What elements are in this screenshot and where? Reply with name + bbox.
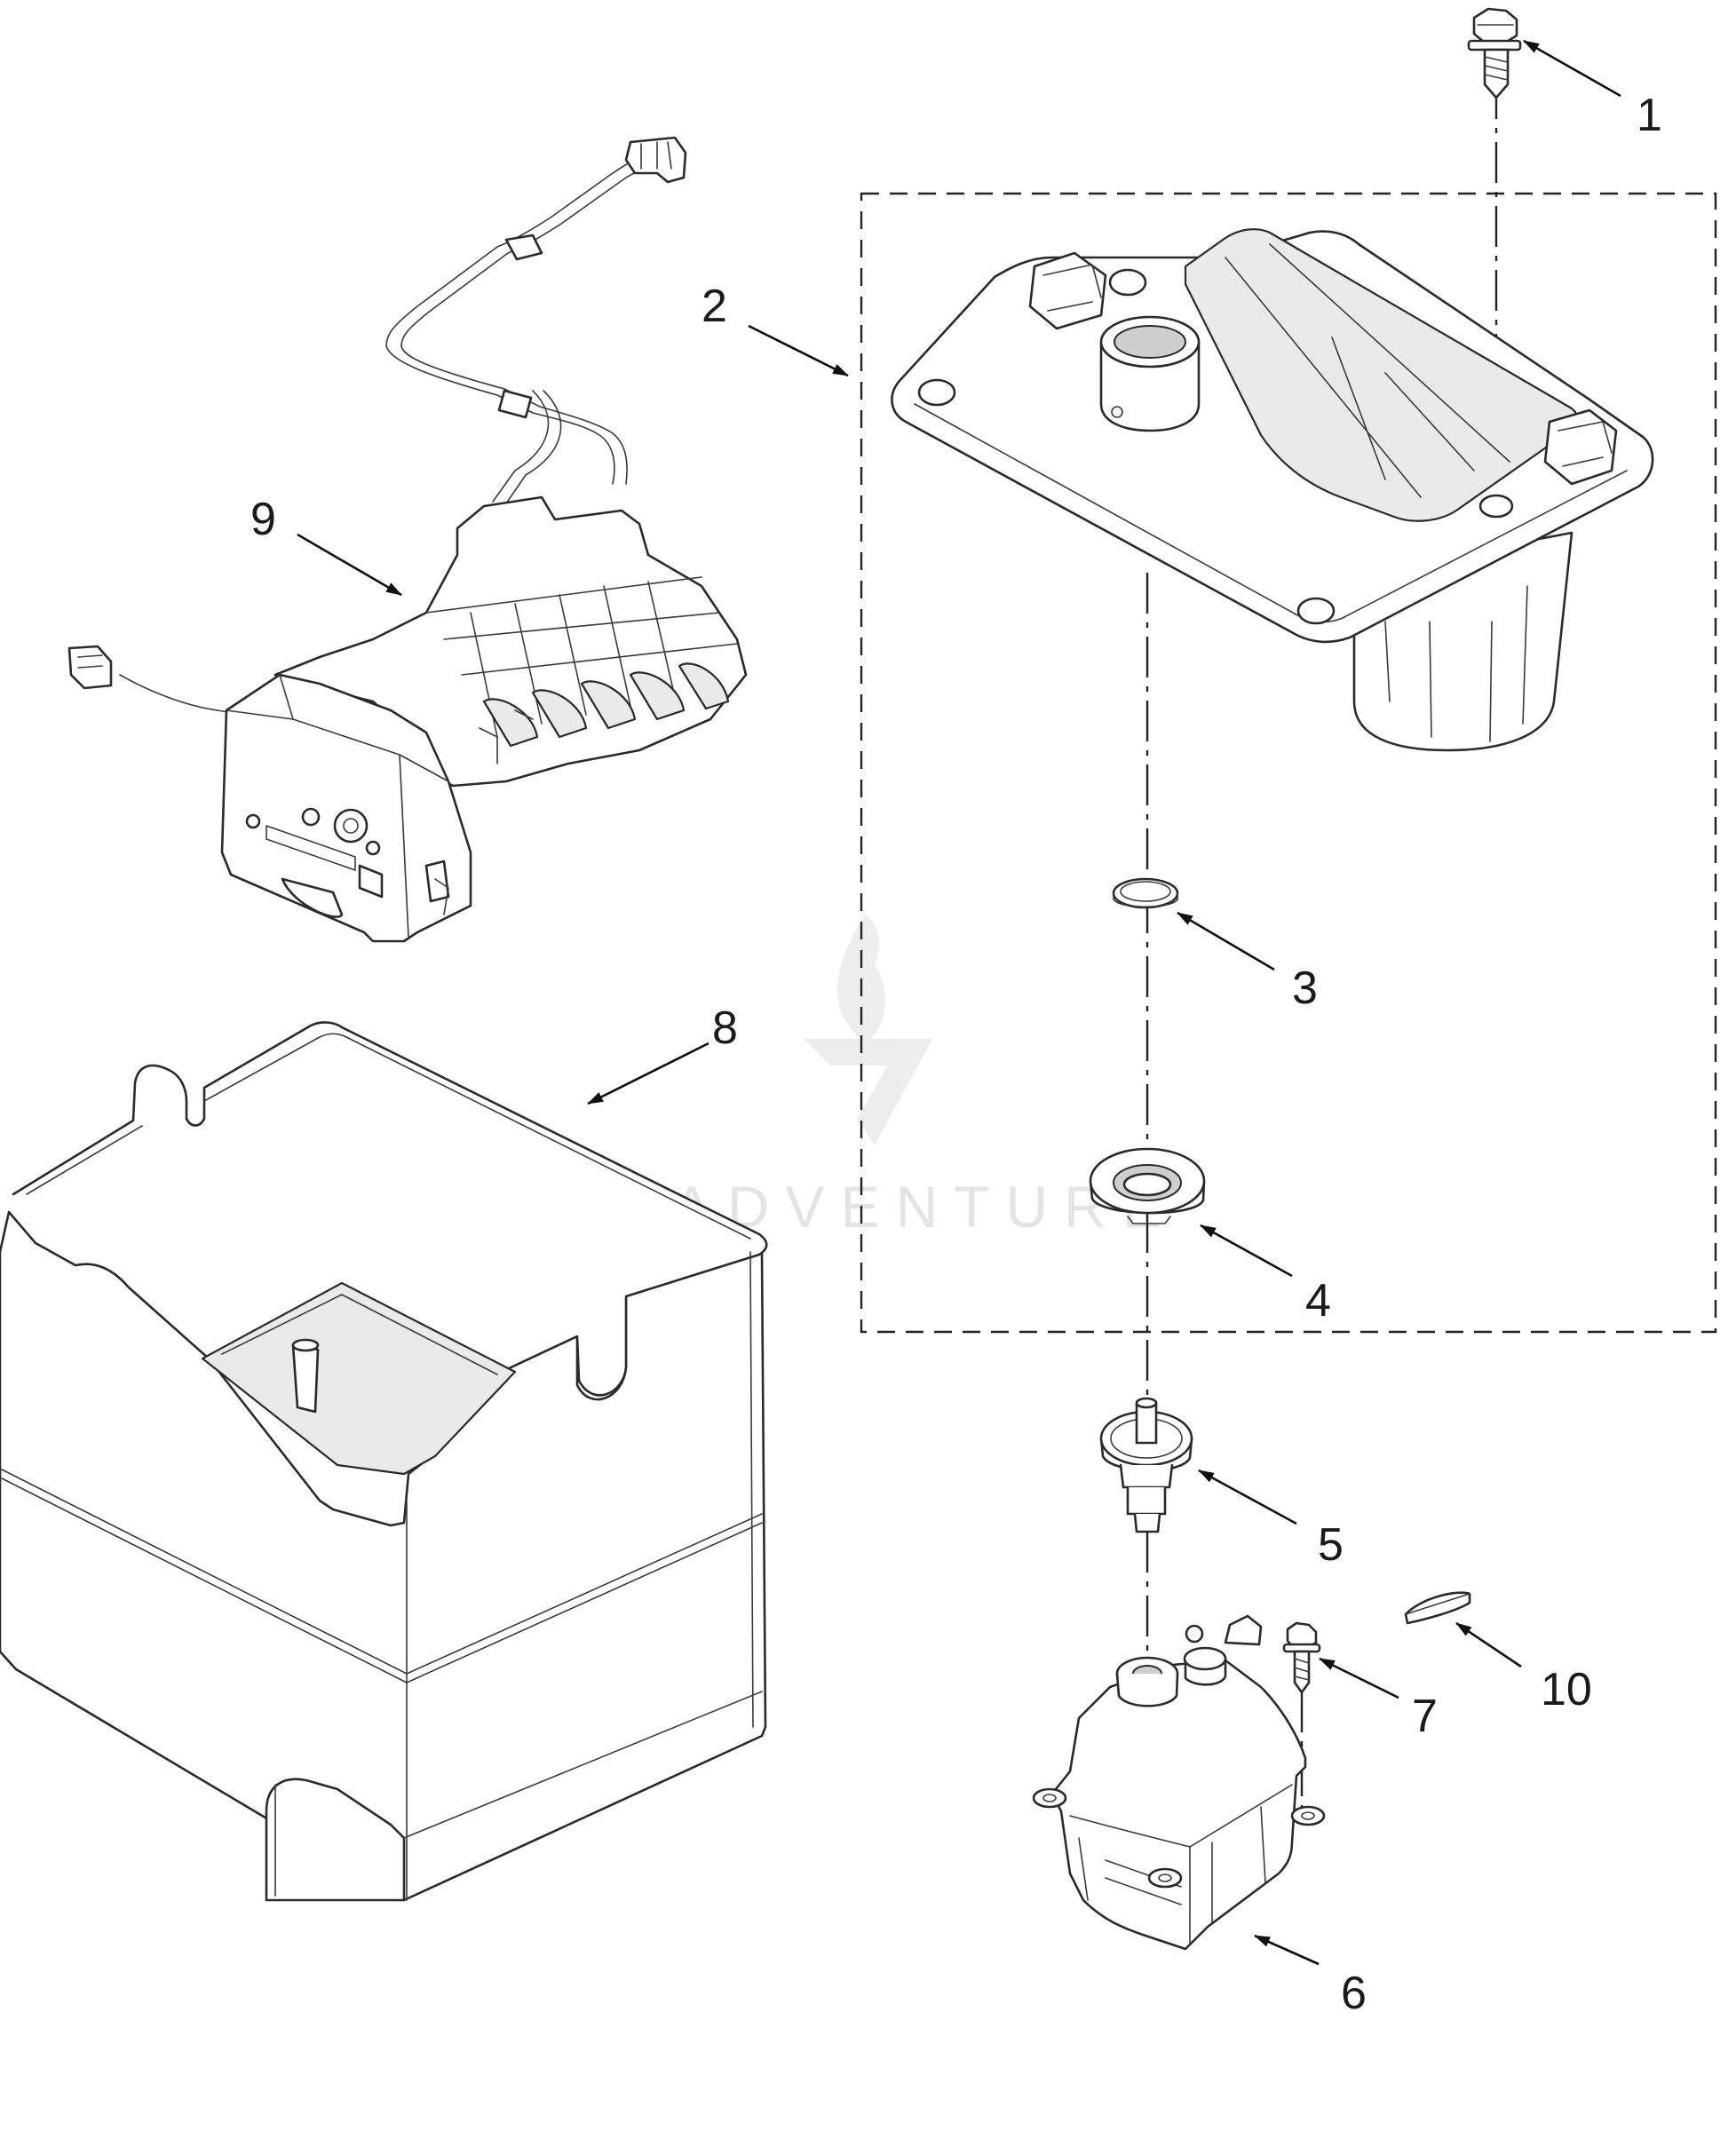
part-1-screw[interactable]	[1467, 7, 1522, 99]
part-2-ice-chute[interactable]	[891, 228, 1654, 752]
callout-3: 3	[1292, 963, 1318, 1014]
leader-3	[1177, 911, 1275, 971]
leader-2	[748, 324, 849, 377]
part-4-bushing[interactable]	[1089, 1147, 1206, 1224]
leader-10	[1455, 1621, 1522, 1668]
callout-labels: 1 2 3 4 5 6 7 8 9 10	[250, 90, 1662, 2019]
callout-1: 1	[1637, 90, 1662, 141]
assembly-boundary	[860, 192, 1717, 1334]
leader-9	[297, 533, 402, 597]
callout-7: 7	[1412, 1691, 1438, 1742]
part-5-coupler[interactable]	[1099, 1397, 1193, 1533]
part-6-auger-motor[interactable]	[1032, 1614, 1326, 1951]
leader-1	[1523, 39, 1621, 98]
leader-8	[587, 1042, 709, 1105]
callout-10: 10	[1541, 1664, 1592, 1715]
callout-2: 2	[702, 281, 727, 332]
part-10-clip[interactable]	[1404, 1591, 1471, 1625]
callout-5: 5	[1318, 1519, 1344, 1571]
leader-7	[1319, 1657, 1399, 1699]
part-9-icemaker[interactable]	[67, 136, 748, 943]
leader-6	[1254, 1934, 1320, 1966]
callout-9: 9	[250, 494, 276, 545]
part-7-screw[interactable]	[1282, 1621, 1321, 1694]
leader-4	[1200, 1224, 1293, 1278]
watermark-logo	[804, 915, 932, 1145]
callout-6: 6	[1341, 1968, 1367, 2019]
part-3-ring[interactable]	[1112, 877, 1179, 909]
leader-5	[1198, 1469, 1297, 1525]
callout-4: 4	[1305, 1275, 1331, 1327]
callout-8: 8	[712, 1002, 738, 1054]
part-8-ice-bucket[interactable]	[0, 1021, 768, 1902]
leader-arrows	[297, 39, 1621, 1966]
